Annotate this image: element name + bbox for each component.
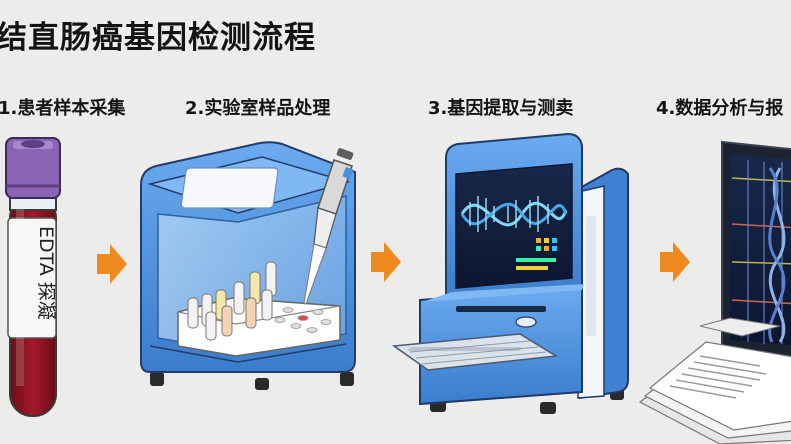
report-papers-icon	[638, 317, 791, 444]
step-label-4: 4.数据分析与报	[656, 98, 784, 119]
arrow-right-icon	[660, 242, 690, 282]
arrow-right-icon	[97, 244, 127, 284]
dna-helix-icon	[460, 196, 568, 232]
step-label-2: 2.实验室样品处理	[185, 98, 331, 119]
blood-tube-icon: EDTA 探凝	[5, 137, 61, 417]
step-label-1: 1.患者样本采集	[0, 98, 126, 119]
biosafety-cabinet-icon	[140, 141, 356, 390]
arrow-right-icon	[371, 242, 401, 282]
pipette-icon	[303, 148, 354, 305]
sequencer-icon	[391, 132, 629, 414]
tube-label: EDTA 探凝	[35, 226, 57, 320]
step-label-3: 3.基因提取与测卖	[428, 98, 574, 119]
monitor-icon	[721, 140, 791, 409]
page-title: 结直肠癌基因检测流程	[0, 20, 316, 56]
